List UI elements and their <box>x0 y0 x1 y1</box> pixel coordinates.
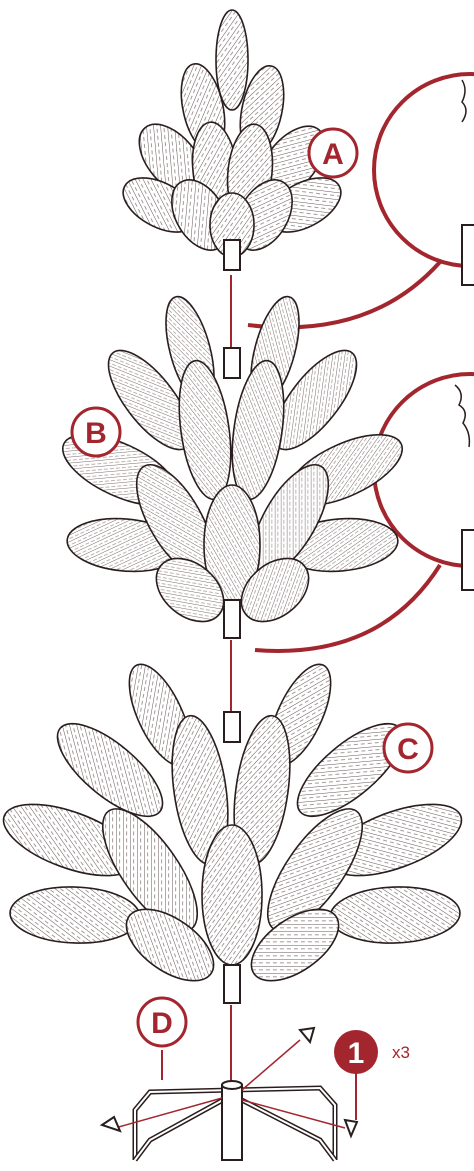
tree-section-b <box>53 292 412 638</box>
svg-text:A: A <box>322 138 344 171</box>
svg-text:1: 1 <box>348 1037 365 1070</box>
label-c: C <box>384 724 432 772</box>
label-d: D <box>138 998 186 1046</box>
svg-text:B: B <box>85 417 107 450</box>
tree-section-c <box>0 656 470 1003</box>
quantity-label: x3 <box>392 1043 410 1062</box>
label-a: A <box>309 129 357 177</box>
tree-stand <box>135 1081 335 1160</box>
svg-text:D: D <box>151 1007 173 1040</box>
label-b: B <box>72 408 120 456</box>
svg-text:C: C <box>397 733 419 766</box>
step-badge: 1 <box>334 1030 378 1074</box>
